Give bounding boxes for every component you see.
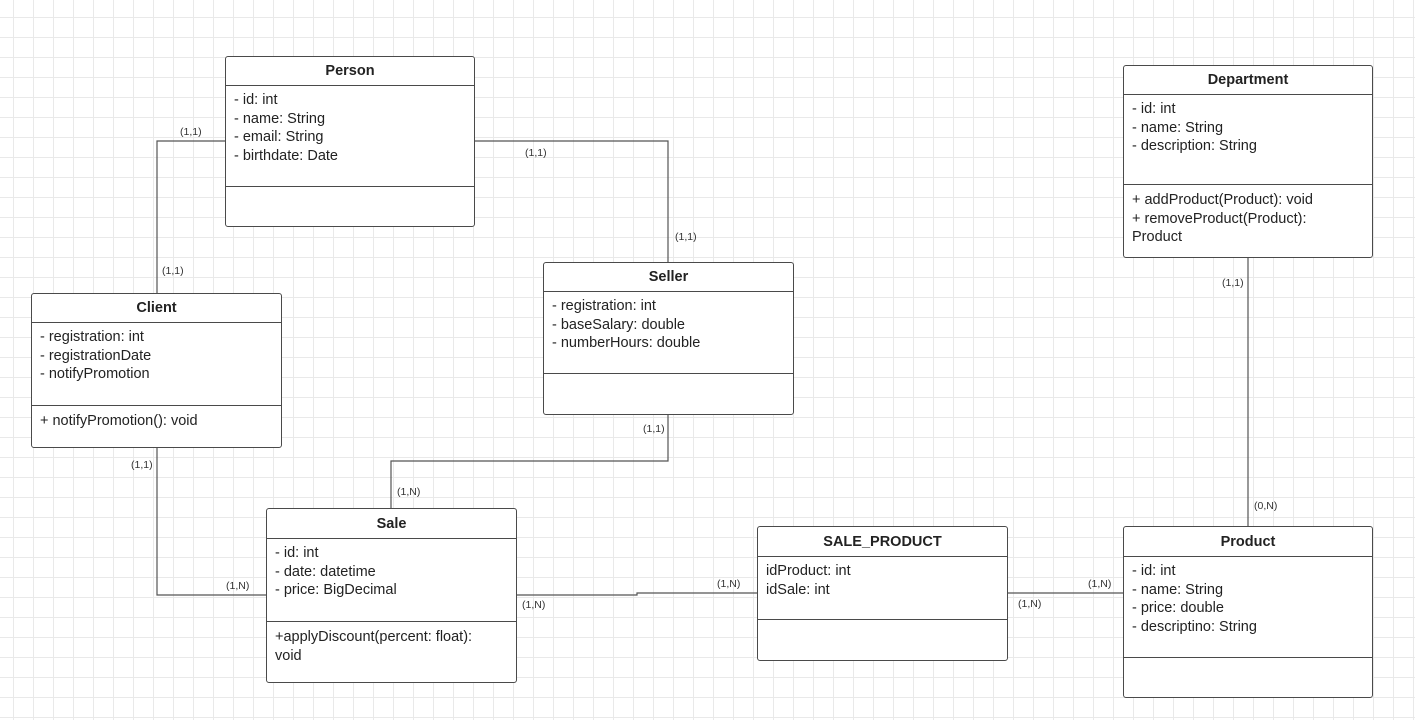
- attribute: - price: BigDecimal: [275, 582, 397, 599]
- class-client[interactable]: Client - registration: int - registratio…: [31, 293, 282, 448]
- attribute: idSale: int: [766, 581, 830, 598]
- class-sale-product-methods: [758, 620, 1007, 660]
- method: + addProduct(Product): void: [1132, 192, 1313, 208]
- multiplicity-label: (1,N): [397, 486, 421, 498]
- attribute: - descriptino: String: [1132, 619, 1257, 636]
- class-department-attributes: - id: int - name: String - description: …: [1124, 95, 1372, 185]
- connector-person-seller: [475, 140, 669, 262]
- attribute: - birthdate: Date: [234, 148, 338, 165]
- multiplicity-label: (1,1): [162, 265, 184, 277]
- multiplicity-label: (0,N): [1254, 500, 1278, 512]
- class-sale-product[interactable]: SALE_PRODUCT idProduct: int idSale: int: [757, 526, 1008, 661]
- class-person-attributes: - id: int - name: String - email: String…: [226, 86, 474, 187]
- multiplicity-label: (1,N): [1088, 578, 1112, 590]
- attribute: - date: datetime: [275, 563, 376, 580]
- attribute: - name: String: [1132, 581, 1224, 598]
- attribute: - name: String: [234, 110, 326, 127]
- class-client-methods: + notifyPromotion(): void: [32, 406, 281, 447]
- method: void: [275, 647, 302, 664]
- attribute: - email: String: [234, 129, 324, 146]
- class-sale-attributes: - id: int - date: datetime - price: BigD…: [267, 539, 516, 622]
- attribute: idProduct: int: [766, 563, 851, 579]
- class-department-methods: + addProduct(Product): void + removeProd…: [1124, 185, 1372, 257]
- method: Product: [1132, 229, 1182, 246]
- class-product-title: Product: [1124, 527, 1372, 557]
- class-person[interactable]: Person - id: int - name: String - email:…: [225, 56, 475, 227]
- attribute: - baseSalary: double: [552, 316, 685, 333]
- class-sale-methods: +applyDiscount(percent: float): void: [267, 622, 516, 682]
- class-client-attributes: - registration: int - registrationDate -…: [32, 323, 281, 406]
- multiplicity-label: (1,1): [675, 231, 697, 243]
- attribute: - registration: int: [552, 298, 656, 314]
- method: + notifyPromotion(): void: [40, 413, 198, 429]
- class-seller[interactable]: Seller - registration: int - baseSalary:…: [543, 262, 794, 415]
- class-seller-attributes: - registration: int - baseSalary: double…: [544, 292, 793, 374]
- attribute: - description: String: [1132, 138, 1257, 155]
- class-sale-title: Sale: [267, 509, 516, 539]
- class-sale-product-attributes: idProduct: int idSale: int: [758, 557, 1007, 620]
- multiplicity-label: (1,N): [522, 599, 546, 611]
- method: +applyDiscount(percent: float):: [275, 629, 473, 645]
- attribute: - registration: int: [40, 329, 144, 345]
- class-sale[interactable]: Sale - id: int - date: datetime - price:…: [266, 508, 517, 683]
- multiplicity-label: (1,N): [226, 580, 250, 592]
- attribute: - id: int: [1132, 101, 1176, 117]
- class-person-title: Person: [226, 57, 474, 86]
- class-department[interactable]: Department - id: int - name: String - de…: [1123, 65, 1373, 258]
- attribute: - numberHours: double: [552, 335, 701, 352]
- class-product-methods: [1124, 658, 1372, 697]
- attribute: - name: String: [1132, 119, 1224, 136]
- attribute: - price: double: [1132, 600, 1224, 617]
- connector-seller-sale: [390, 414, 669, 508]
- class-product-attributes: - id: int - name: String - price: double…: [1124, 557, 1372, 658]
- class-sale-product-title: SALE_PRODUCT: [758, 527, 1007, 557]
- multiplicity-label: (1,1): [131, 459, 153, 471]
- multiplicity-label: (1,1): [1222, 277, 1244, 289]
- class-client-title: Client: [32, 294, 281, 323]
- attribute: - notifyPromotion: [40, 366, 150, 383]
- connector-client-sale: [156, 447, 266, 596]
- multiplicity-label: (1,1): [643, 423, 665, 435]
- attribute: - id: int: [1132, 563, 1176, 579]
- class-seller-title: Seller: [544, 263, 793, 292]
- attribute: - registrationDate: [40, 347, 152, 364]
- class-person-methods: [226, 187, 474, 226]
- multiplicity-label: (1,1): [525, 147, 547, 159]
- attribute: - id: int: [275, 545, 319, 561]
- multiplicity-label: (1,N): [717, 578, 741, 590]
- multiplicity-label: (1,1): [180, 126, 202, 138]
- multiplicity-label: (1,N): [1018, 598, 1042, 610]
- class-product[interactable]: Product - id: int - name: String - price…: [1123, 526, 1373, 698]
- attribute: - id: int: [234, 92, 278, 108]
- connector-person-client: [156, 140, 225, 293]
- class-seller-methods: [544, 374, 793, 414]
- method: + removeProduct(Product):: [1132, 210, 1307, 227]
- connector-sale-saleproduct: [517, 592, 757, 596]
- class-department-title: Department: [1124, 66, 1372, 95]
